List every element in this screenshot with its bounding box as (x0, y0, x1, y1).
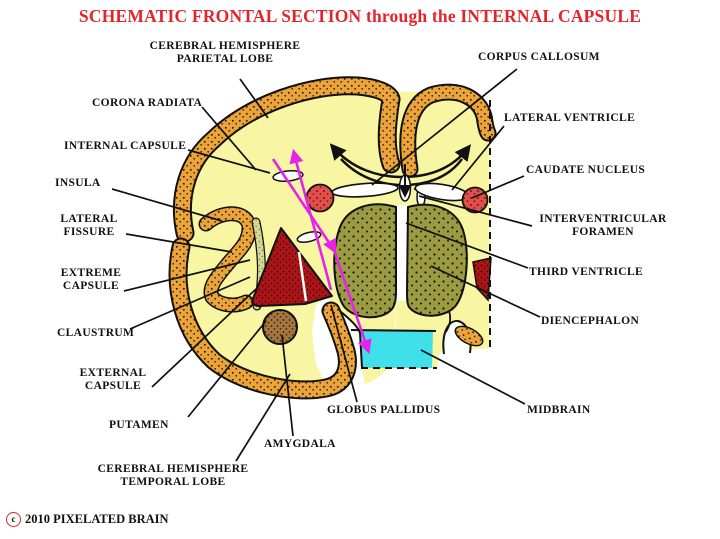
label-insula: INSULA (55, 177, 101, 189)
midbrain-top-outline (350, 329, 437, 332)
label-amygdala: AMYGDALA (264, 438, 336, 450)
label-external-capsule: EXTERNAL CAPSULE (79, 367, 147, 392)
third-ventricle-slit (396, 205, 408, 301)
label-corona-radiata: CORONA RADIATA (92, 97, 203, 109)
label-lateral-ventricle: LATERAL VENTRICLE (504, 112, 636, 124)
label-internal-capsule: INTERNAL CAPSULE (64, 140, 187, 152)
pointer-lines (111, 68, 541, 462)
slide-title: SCHEMATIC FRONTAL SECTION through the IN… (78, 6, 642, 26)
label-lateral-fissure: LATERAL FISSURE (60, 213, 118, 238)
label-extreme-capsule: EXTREME CAPSULE (60, 267, 122, 292)
amygdala-body (262, 309, 298, 345)
left-caudate-nucleus (305, 183, 335, 213)
label-third-ventricle: THIRD VENTRICLE (529, 266, 643, 278)
copyright-icon: c (6, 512, 21, 527)
label-midbrain: MIDBRAIN (527, 404, 591, 416)
pathway-arrows (271, 148, 372, 355)
label-globus-pallidus: GLOBUS PALLIDUS (327, 404, 441, 416)
label-interventricular-foramen: INTERVENTRICULAR FORAMEN (539, 213, 667, 238)
label-putamen: PUTAMEN (109, 419, 169, 431)
left-thalamus (333, 203, 397, 319)
label-claustrum: CLAUSTRUM (57, 327, 135, 339)
hippocampal-cut-oval (454, 325, 484, 347)
midbrain-region (360, 331, 433, 368)
label-temporal-lobe: CEREBRAL HEMISPHERE TEMPORAL LOBE (97, 463, 249, 488)
right-thalamus (405, 203, 468, 317)
label-caudate-nucleus: CAUDATE NUCLEUS (526, 164, 646, 176)
label-diencephalon: DIENCEPHALON (541, 315, 640, 327)
pallidal-lamina (297, 251, 308, 302)
descending-pathway-arrow (271, 158, 372, 355)
putamen-globus-pallidus (251, 227, 333, 307)
copyright-text: 2010 PIXELATED BRAIN (25, 512, 169, 526)
label-parietal-lobe: CEREBRAL HEMISPHERE PARIETAL LOBE (149, 40, 301, 65)
midline-cut-wedge (472, 257, 492, 302)
label-corpus-callosum: CORPUS CALLOSUM (478, 51, 600, 63)
copyright-footer: c 2010 PIXELATED BRAIN (6, 512, 169, 527)
